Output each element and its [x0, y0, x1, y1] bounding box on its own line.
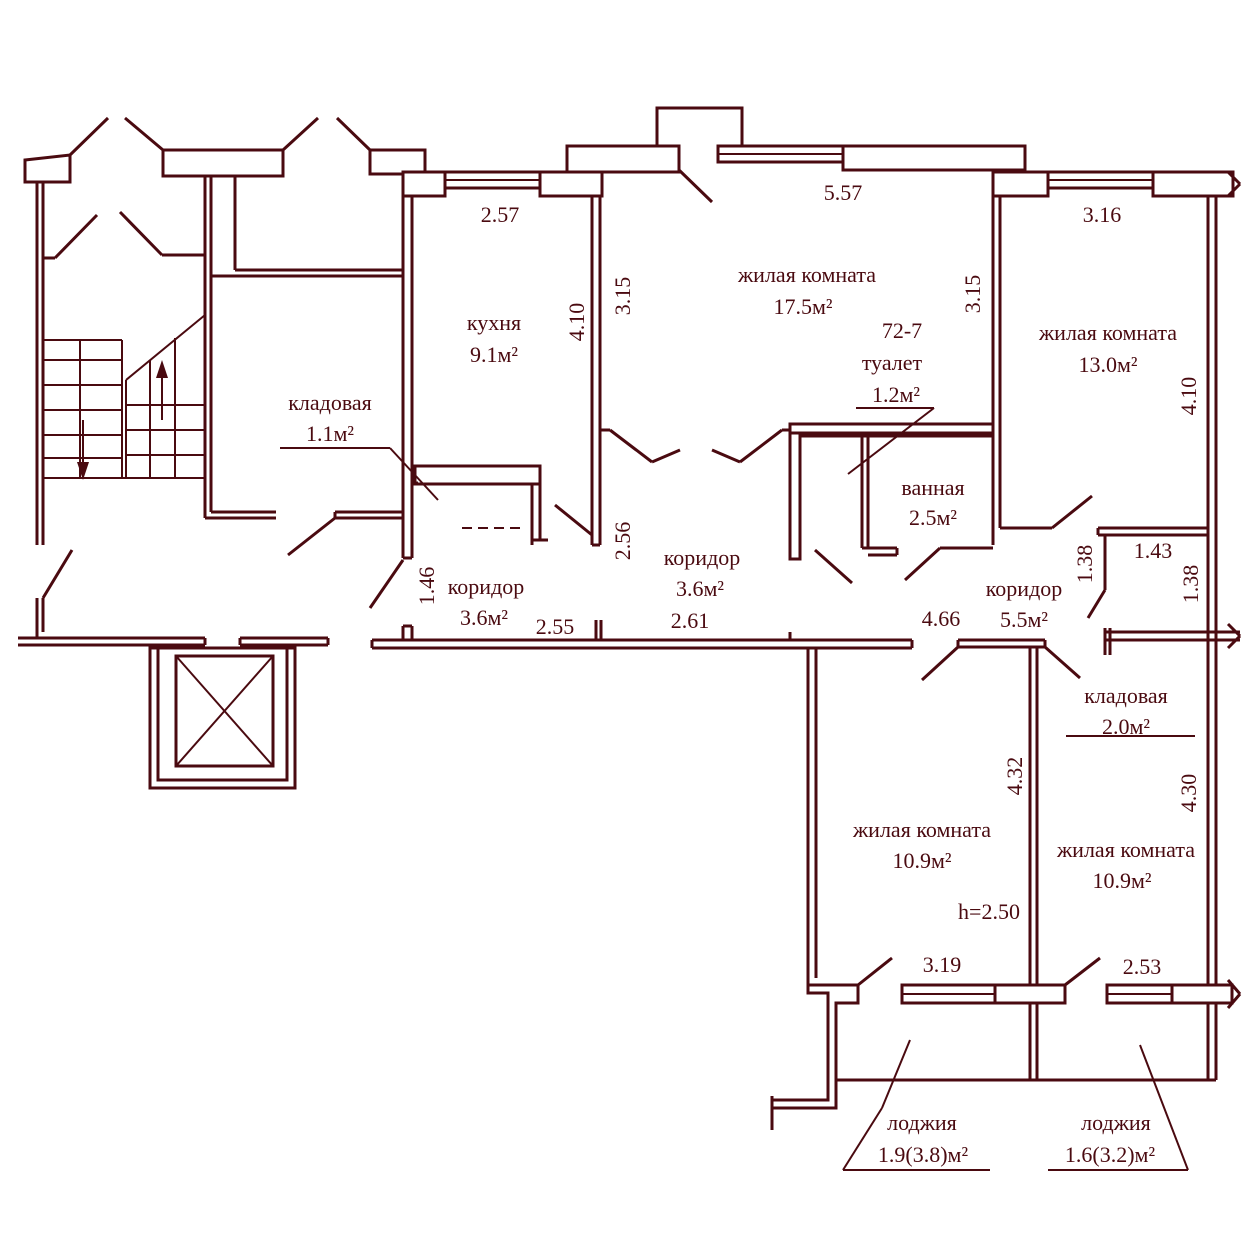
dim-2-55: 2.55	[536, 614, 575, 639]
corridor-left-name: коридор	[448, 574, 525, 599]
toilet-area: 1.2м²	[872, 382, 920, 407]
corridor-left-area: 3.6м²	[460, 605, 508, 630]
corridor-right-name: коридор	[986, 576, 1063, 601]
storage-left-name: кладовая	[288, 390, 372, 415]
dim-1-38-a: 1.38	[1072, 545, 1097, 584]
corridor-center-area: 3.6м²	[676, 576, 724, 601]
storage-right-name: кладовая	[1084, 683, 1168, 708]
storage-left-area: 1.1м²	[306, 421, 354, 446]
loggia-right-area: 1.6(3.2)м²	[1065, 1142, 1156, 1167]
dim-4-30: 4.30	[1176, 774, 1201, 813]
dim-2-61: 2.61	[671, 608, 710, 633]
kitchen-name: кухня	[467, 310, 521, 335]
bath-area: 2.5м²	[909, 505, 957, 530]
dim-4-66: 4.66	[922, 606, 961, 631]
living-bottom-right-area: 10.9м²	[1092, 868, 1151, 893]
dim-3-16: 3.16	[1083, 202, 1122, 227]
dim-4-32: 4.32	[1002, 757, 1027, 796]
dimension-labels: 2.57 5.57 3.16 4.10 3.15 3.15 4.10 2.56 …	[414, 180, 1203, 979]
interior-walls	[287, 196, 1242, 1130]
dim-3-15-a: 3.15	[610, 277, 635, 316]
dim-3-15-b: 3.15	[960, 275, 985, 314]
ceiling-height: h=2.50	[958, 899, 1020, 924]
dim-4-10-kitchen: 4.10	[564, 303, 589, 342]
dim-3-19: 3.19	[923, 952, 962, 977]
dim-2-57: 2.57	[481, 202, 520, 227]
loggia-left-area: 1.9(3.8)м²	[878, 1142, 969, 1167]
living-right-area: 13.0м²	[1078, 352, 1137, 377]
living-bottom-left-area: 10.9м²	[892, 848, 951, 873]
top-wall	[401, 106, 1242, 204]
loggia-right-name: лоджия	[1081, 1110, 1151, 1135]
corridor-right-area: 5.5м²	[1000, 607, 1048, 632]
room-labels: кухня 9.1м² жилая комната 17.5м² 72-7 ту…	[288, 262, 1195, 1167]
dim-4-10-right: 4.10	[1176, 377, 1201, 416]
apartment-number: 72-7	[882, 318, 922, 343]
kitchen-area: 9.1м²	[470, 342, 518, 367]
living-right-name: жилая комната	[1038, 320, 1177, 345]
stairwell	[18, 116, 427, 790]
corridor-center-name: коридор	[664, 545, 741, 570]
dim-1-38-b: 1.38	[1178, 565, 1203, 604]
dim-1-43: 1.43	[1134, 538, 1173, 563]
storage-right-area: 2.0м²	[1102, 714, 1150, 739]
bath-name: ванная	[901, 475, 964, 500]
dim-5-57: 5.57	[824, 180, 863, 205]
loggia-left-name: лоджия	[887, 1110, 957, 1135]
leader-lines	[280, 407, 1189, 1171]
living-big-name: жилая комната	[737, 262, 876, 287]
living-bottom-right-name: жилая комната	[1056, 837, 1195, 862]
dim-1-46: 1.46	[414, 567, 439, 606]
dim-2-53: 2.53	[1123, 954, 1162, 979]
living-bottom-left-name: жилая комната	[852, 817, 991, 842]
dim-2-56: 2.56	[610, 522, 635, 561]
toilet-name: туалет	[862, 350, 923, 375]
living-big-area: 17.5м²	[773, 294, 832, 319]
